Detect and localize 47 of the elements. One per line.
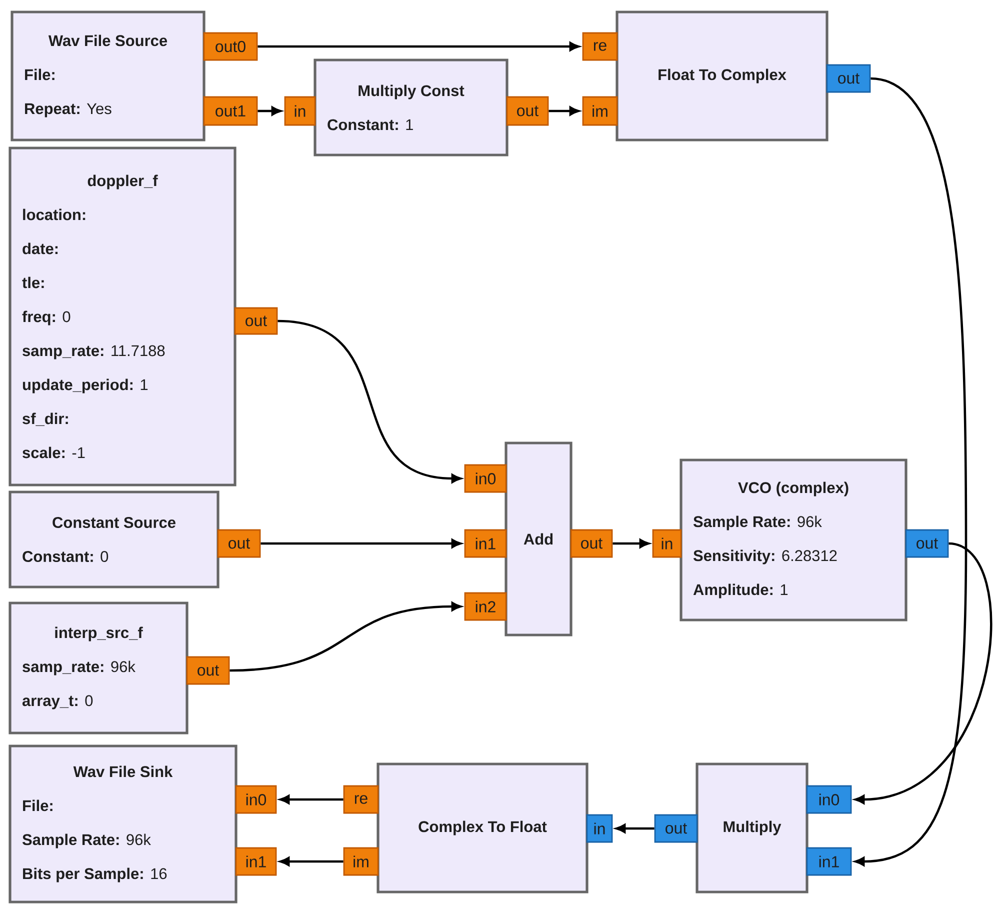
block-box: Multiply	[696, 762, 808, 894]
port-box: out	[186, 656, 230, 685]
connection-arrow	[258, 106, 282, 116]
port-box: out0	[203, 32, 258, 61]
block-box: Add	[504, 442, 572, 636]
port-box: out	[826, 64, 871, 93]
port-box: re	[343, 785, 379, 814]
port-box: re	[582, 32, 618, 61]
block-box: Float To Complex	[616, 10, 828, 142]
connection-arrow	[280, 856, 344, 866]
port-box: in	[652, 529, 682, 558]
port-box: in0	[464, 464, 507, 493]
port-box: in	[586, 814, 613, 843]
connection-arrow	[854, 542, 992, 804]
connection-arrow	[280, 794, 344, 804]
connection-arrow	[616, 824, 654, 833]
port-box: out	[217, 529, 261, 558]
port-box: out	[506, 96, 549, 126]
block-box: interp_src_f samp_rate: 96k array_t: 0	[8, 602, 188, 734]
connection-arrow	[854, 77, 968, 866]
block-box: Wav File Source File: Repeat: Yes	[10, 10, 206, 142]
connection-arrow	[230, 602, 462, 672]
port-box: im	[343, 847, 379, 876]
port-box: out1	[203, 96, 258, 126]
connection-arrow	[548, 106, 580, 116]
port-box: in1	[806, 847, 852, 876]
port-box: in1	[464, 529, 507, 558]
connection-arrow	[260, 538, 462, 548]
block-box: VCO (complex) Sample Rate: 96k Sensitivity: 6.28312 Amplitude: 1	[680, 458, 908, 622]
port-box: out	[234, 307, 278, 335]
block-box: Wav File Sink File: Sample Rate: 96k Bits per Sample: 16	[8, 744, 238, 904]
port-box: out	[654, 814, 698, 843]
port-box: out	[905, 529, 949, 558]
port-box: in	[284, 96, 316, 126]
block-box: Constant Source Constant: 0	[8, 490, 220, 588]
block-box: Complex To Float	[376, 762, 588, 894]
port-box: im	[582, 96, 618, 126]
connection-arrow	[612, 538, 650, 548]
port-box: in2	[464, 592, 507, 621]
block-box: Multiply Const Constant: 1	[314, 58, 508, 156]
port-box: out	[570, 529, 613, 558]
port-box: in0	[806, 785, 852, 814]
connection-arrow	[278, 320, 462, 484]
connection-arrow	[258, 42, 580, 52]
port-box: in0	[235, 785, 277, 814]
port-box: in1	[235, 847, 277, 876]
block-box: doppler_f location: date: tle: freq: 0 samp_rate: 11.7188 update_period: 1 sf_dir: scale: -1	[8, 146, 236, 486]
